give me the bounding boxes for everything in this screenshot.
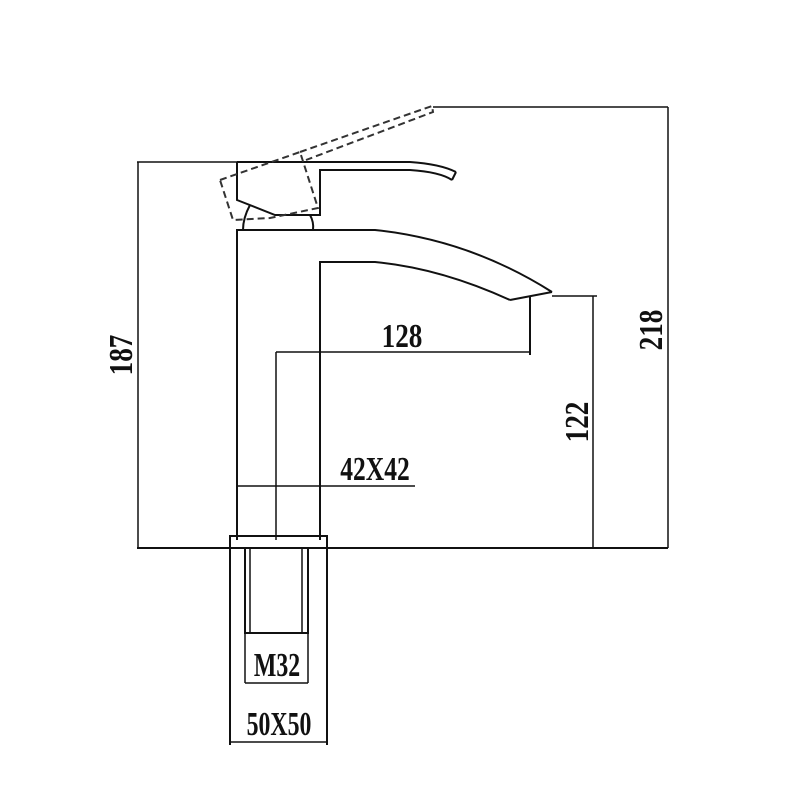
dim-base-section-label: 50X50	[247, 706, 312, 743]
dim-spout-reach-label: 128	[382, 317, 423, 355]
handle-raised-position	[218, 104, 435, 222]
handle	[236, 161, 457, 231]
faucet-body	[236, 229, 553, 540]
dim-body-height-label: 187	[102, 335, 140, 376]
dim-body-section-label: 42X42	[340, 449, 409, 487]
dimension-lines	[137, 106, 669, 743]
dim-spout-height-label: 122	[558, 402, 596, 443]
dim-total-height-label: 218	[632, 310, 670, 351]
dim-thread-label: M32	[254, 647, 300, 684]
faucet-base	[229, 535, 328, 745]
